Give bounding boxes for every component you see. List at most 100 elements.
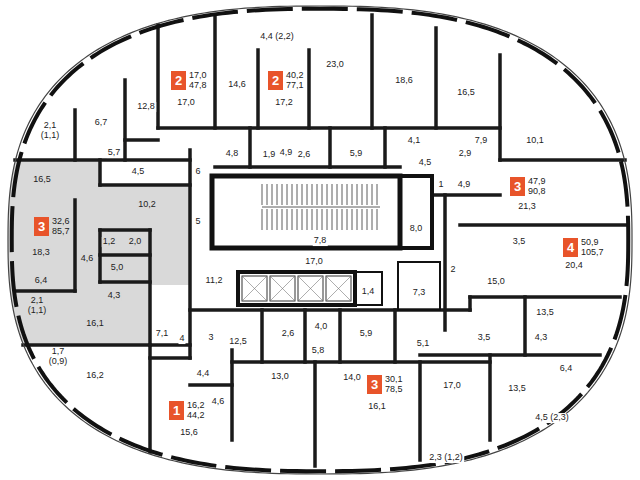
area-label: 6,7 [94, 118, 109, 128]
wall [470, 295, 620, 299]
stair-tread [337, 184, 338, 205]
area-label: 4,0 [314, 322, 329, 332]
wall [370, 15, 374, 128]
area-label: 4,4 (2,2) [259, 32, 295, 42]
area-label: 2,0 [128, 237, 143, 247]
highlighted-apartment [0, 160, 190, 345]
area-label: 5,0 [110, 263, 125, 273]
wall [190, 383, 232, 387]
stair-tread [367, 209, 368, 230]
stair-tread [272, 184, 273, 205]
room-count: 2 [268, 71, 283, 90]
area-label: 16,1 [367, 402, 387, 412]
stair-tread [372, 184, 373, 205]
area-label: 4,5 [131, 167, 146, 177]
room-count: 4 [563, 238, 578, 257]
area-value: 77,1 [286, 80, 304, 90]
wall [303, 310, 307, 362]
area-label: 16,2 [85, 371, 105, 381]
stair-tread [317, 209, 318, 230]
area-label: 6 [194, 167, 201, 177]
wall [248, 128, 252, 167]
stair-tread [282, 184, 283, 205]
area-label: 17,0 [176, 98, 196, 108]
wall [434, 28, 438, 128]
wall [150, 356, 190, 360]
apartment-badge: 116,244,2 [169, 400, 206, 421]
stair-tread [352, 184, 353, 205]
room-count: 3 [367, 375, 382, 394]
area-label: 2,6 [281, 329, 296, 339]
wall [98, 160, 102, 185]
stair-tread [302, 209, 303, 230]
area-label: 7,8 [313, 236, 328, 246]
area-value: 47,9 [528, 176, 546, 186]
wall [418, 362, 422, 460]
area-values: 16,244,2 [186, 400, 206, 421]
area-label: 12,5 [228, 337, 248, 347]
stair-tread [362, 184, 363, 205]
area-label: 3,5 [512, 237, 527, 247]
building-core [212, 176, 440, 310]
stair-tread [317, 184, 318, 205]
area-label: 4,5 [418, 158, 433, 168]
area-value: 32,6 [52, 216, 70, 226]
stair-tread [302, 184, 303, 205]
area-label: 8,0 [409, 224, 424, 234]
area-label: 2,3 (1,2) [428, 453, 464, 463]
area-label: 2,6 [297, 150, 312, 160]
area-label: 4,3 [534, 333, 549, 343]
area-label: 2,1 (1,1) [40, 121, 61, 141]
stair-tread [272, 209, 273, 230]
area-label: 23,0 [325, 60, 345, 70]
area-label: 5,9 [349, 149, 364, 159]
area-label: 3 [207, 333, 214, 343]
area-label: 4,9 [279, 148, 294, 158]
core-wall [400, 176, 432, 248]
area-value: 105,7 [581, 247, 604, 257]
area-label: 4,9 [457, 180, 472, 190]
floor-area [8, 6, 632, 474]
room-count: 2 [171, 71, 186, 90]
lift-cross [298, 276, 323, 301]
stair-tread [307, 184, 308, 205]
stair-tread [277, 209, 278, 230]
area-label: 15,6 [179, 428, 199, 438]
stair-tread [342, 209, 343, 230]
walls [15, 15, 628, 466]
apartment-badge: 332,685,7 [34, 216, 71, 237]
area-value: 78,5 [385, 384, 403, 394]
area-values: 30,178,5 [384, 374, 404, 395]
wall [432, 193, 500, 197]
stair-tread [262, 209, 263, 230]
area-label: 16,5 [456, 88, 476, 98]
area-label: 5,8 [311, 346, 326, 356]
area-values: 40,277,1 [285, 70, 305, 91]
area-label: 5,1 [416, 339, 431, 349]
wall [307, 50, 311, 128]
apartment-badge: 217,047,8 [171, 70, 208, 91]
apartment-badge: 330,178,5 [367, 374, 404, 395]
stair-tread [267, 184, 268, 205]
wall [156, 25, 160, 128]
stair-tread [282, 209, 283, 230]
area-values: 47,990,8 [527, 176, 547, 197]
area-label: 15,0 [486, 277, 506, 287]
stair-tread [362, 209, 363, 230]
facade-glazing [12, 9, 629, 471]
wall [148, 345, 152, 452]
lift-shaft [326, 276, 351, 301]
wall [188, 150, 192, 358]
stair-tread [267, 209, 268, 230]
area-label: 17,0 [442, 381, 462, 391]
stair-tread [292, 209, 293, 230]
stair-tread [322, 184, 323, 205]
wall [500, 158, 625, 162]
area-label: 18,3 [31, 248, 51, 258]
area-label: 6,4 [34, 276, 49, 286]
wall [420, 353, 600, 357]
area-value: 47,8 [189, 80, 207, 90]
area-value: 40,2 [286, 70, 304, 80]
stair-tread [297, 184, 298, 205]
